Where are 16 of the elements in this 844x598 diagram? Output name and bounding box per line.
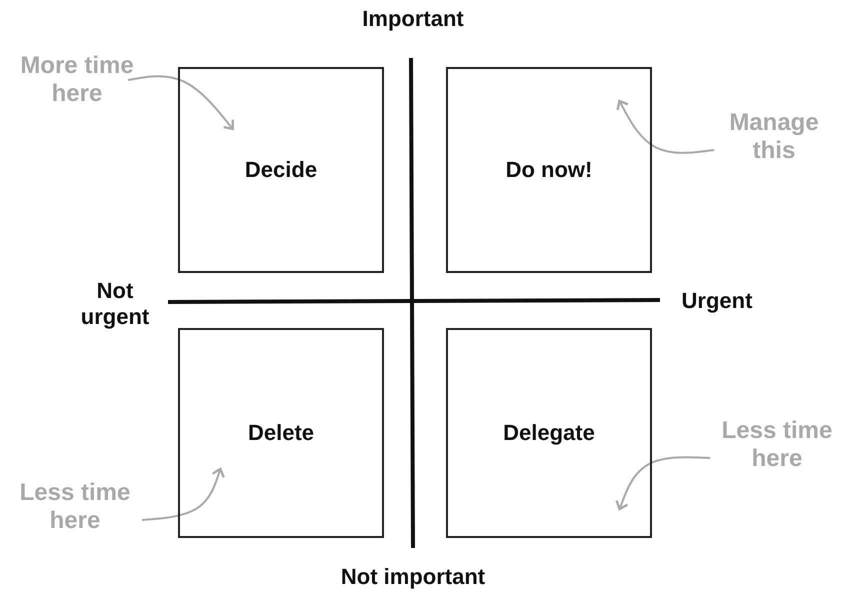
callout-text: Less time here	[8, 476, 142, 538]
quadrant-box: Decide	[178, 67, 384, 273]
axis-label: Not important	[340, 564, 486, 590]
curved-arrow	[616, 100, 714, 154]
curved-arrow	[615, 456, 710, 510]
quadrant-box: Do now!	[446, 67, 652, 273]
axis-label: Not urgent	[80, 278, 150, 331]
axis-label: Urgent	[680, 288, 754, 314]
curved-arrow	[128, 75, 234, 130]
callout-text: Less time here	[712, 414, 842, 476]
axis-label: Important	[361, 6, 465, 32]
curved-arrow	[142, 468, 225, 521]
quadrant-box: Delete	[178, 328, 384, 538]
quadrant-box: Delegate	[446, 328, 652, 538]
callout-text: More time here	[10, 50, 144, 110]
callout-text: Manage this	[716, 106, 832, 168]
